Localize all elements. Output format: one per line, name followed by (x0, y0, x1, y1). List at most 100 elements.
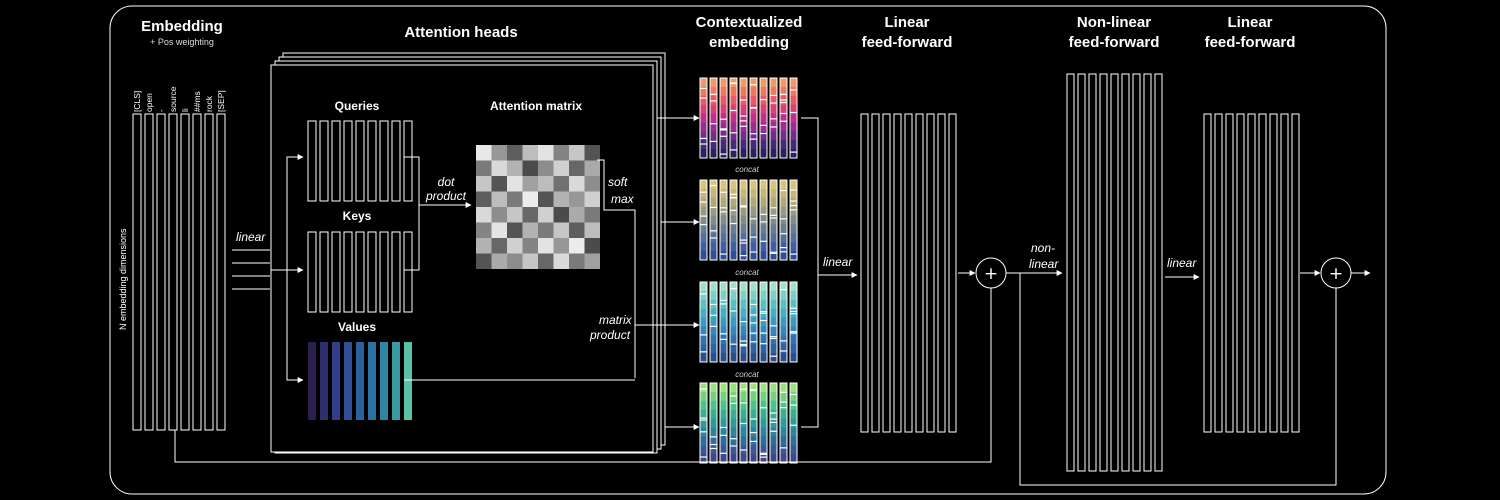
ctx-segment (750, 86, 757, 97)
ctx-segment (720, 282, 727, 292)
ctx-column (789, 281, 798, 363)
ctx-segment (780, 242, 787, 252)
ctx-segment (750, 251, 757, 261)
linear-ff2-bar (1225, 113, 1234, 433)
key-bar (379, 231, 389, 313)
ctx-separator (710, 443, 717, 446)
ctx-segment (780, 409, 787, 420)
ctx-segment (710, 418, 717, 428)
ctx-segment (750, 215, 757, 225)
linear-ff-bar (915, 113, 924, 433)
attention-cell (522, 176, 538, 192)
ctx-segment (750, 242, 757, 252)
matrix-product-label-line2: product (589, 328, 631, 342)
key-bar (343, 231, 353, 313)
attention-cell (491, 145, 507, 161)
embedding-bar (168, 113, 178, 431)
ctx-separator (720, 207, 727, 209)
branch-to-values (286, 270, 304, 383)
concat-label-2: concat (735, 268, 759, 277)
ctx-segment (720, 197, 727, 208)
attention-cell (569, 160, 585, 176)
ctx-segment (710, 400, 717, 411)
value-bar (308, 342, 316, 420)
key-bar (391, 231, 401, 313)
ctx-separator (740, 99, 747, 101)
attention-cell (522, 160, 538, 176)
ctx-separator (770, 418, 777, 420)
ctx-segment (720, 344, 727, 354)
embedding-bars (132, 113, 226, 431)
ctx-segment (740, 180, 747, 190)
ctx-column (789, 77, 798, 159)
ctx-outline (749, 77, 758, 159)
ctx-segment (790, 104, 797, 115)
ctx-segment (730, 149, 737, 159)
ctx-segment (770, 95, 777, 106)
ctx-segment (730, 299, 737, 310)
nonlinear-ff-bar (1143, 73, 1152, 472)
ctx-separator (790, 151, 797, 153)
ctx-segment (790, 445, 797, 455)
linear-ff-bar (882, 113, 891, 433)
ctx-separator (710, 93, 717, 95)
ctx-segment (720, 215, 727, 225)
ctx-segment (730, 335, 737, 345)
ctx-separator (730, 197, 737, 199)
ctx-separator (790, 253, 797, 255)
ctx-separator (760, 132, 767, 135)
ctx-segment (760, 131, 767, 141)
ctx-segment (730, 180, 737, 190)
linear-ff2-bar (1236, 113, 1245, 433)
ctx-separator (770, 337, 777, 340)
attention-cell (491, 191, 507, 207)
attention-cell (507, 160, 523, 176)
ctx-separator (780, 447, 787, 449)
ctx-separator (780, 251, 787, 253)
ctx-separator (770, 126, 777, 128)
attention-cell (553, 176, 569, 192)
ctx-outline (719, 281, 728, 363)
ctx-segment (760, 197, 767, 208)
ctx-segment (790, 95, 797, 106)
values-title: Values (338, 320, 376, 334)
ctx-segment (730, 95, 737, 106)
ctx-segment (770, 215, 777, 225)
ctx-separator (770, 421, 777, 423)
embedding-title: Embedding (141, 18, 223, 35)
ctx-segment (760, 122, 767, 132)
ctx-separator (700, 419, 707, 421)
contextualized-title-line1: Contextualized (696, 14, 803, 31)
attention-cell (569, 145, 585, 161)
linear-ff2-bar (1280, 113, 1289, 433)
attention-cell (569, 176, 585, 192)
ctx-segment (790, 353, 797, 363)
contextualized-heads (699, 77, 798, 464)
ctx-segment (790, 391, 797, 402)
ctx-segment (770, 86, 777, 97)
ctx-column (759, 77, 768, 159)
ctx-column (789, 179, 798, 261)
attention-cell (553, 145, 569, 161)
ctx-separator (740, 388, 747, 390)
ctx-separator (760, 332, 767, 334)
ctx-segment (710, 180, 717, 190)
ctx-segment (780, 78, 787, 88)
ctx-separator (780, 406, 787, 409)
nonlinear-ff-bar (1088, 73, 1097, 472)
ctx-outline (749, 281, 758, 363)
ctx-separator (740, 255, 747, 257)
ctx-segment (750, 454, 757, 464)
attention-cell (569, 191, 585, 207)
ctx-segment (790, 78, 797, 88)
ctx-column (729, 77, 738, 159)
ctx-segment (780, 400, 787, 411)
ctx-segment (760, 282, 767, 292)
query-bar (343, 120, 353, 202)
ctx-segment (760, 113, 767, 123)
ctx-segment (780, 86, 787, 97)
linear-ff2-title-line2: feed-forward (1205, 34, 1296, 51)
ctx-segment (720, 113, 727, 123)
ctx-segment (780, 113, 787, 123)
ctx-separator (710, 206, 717, 209)
